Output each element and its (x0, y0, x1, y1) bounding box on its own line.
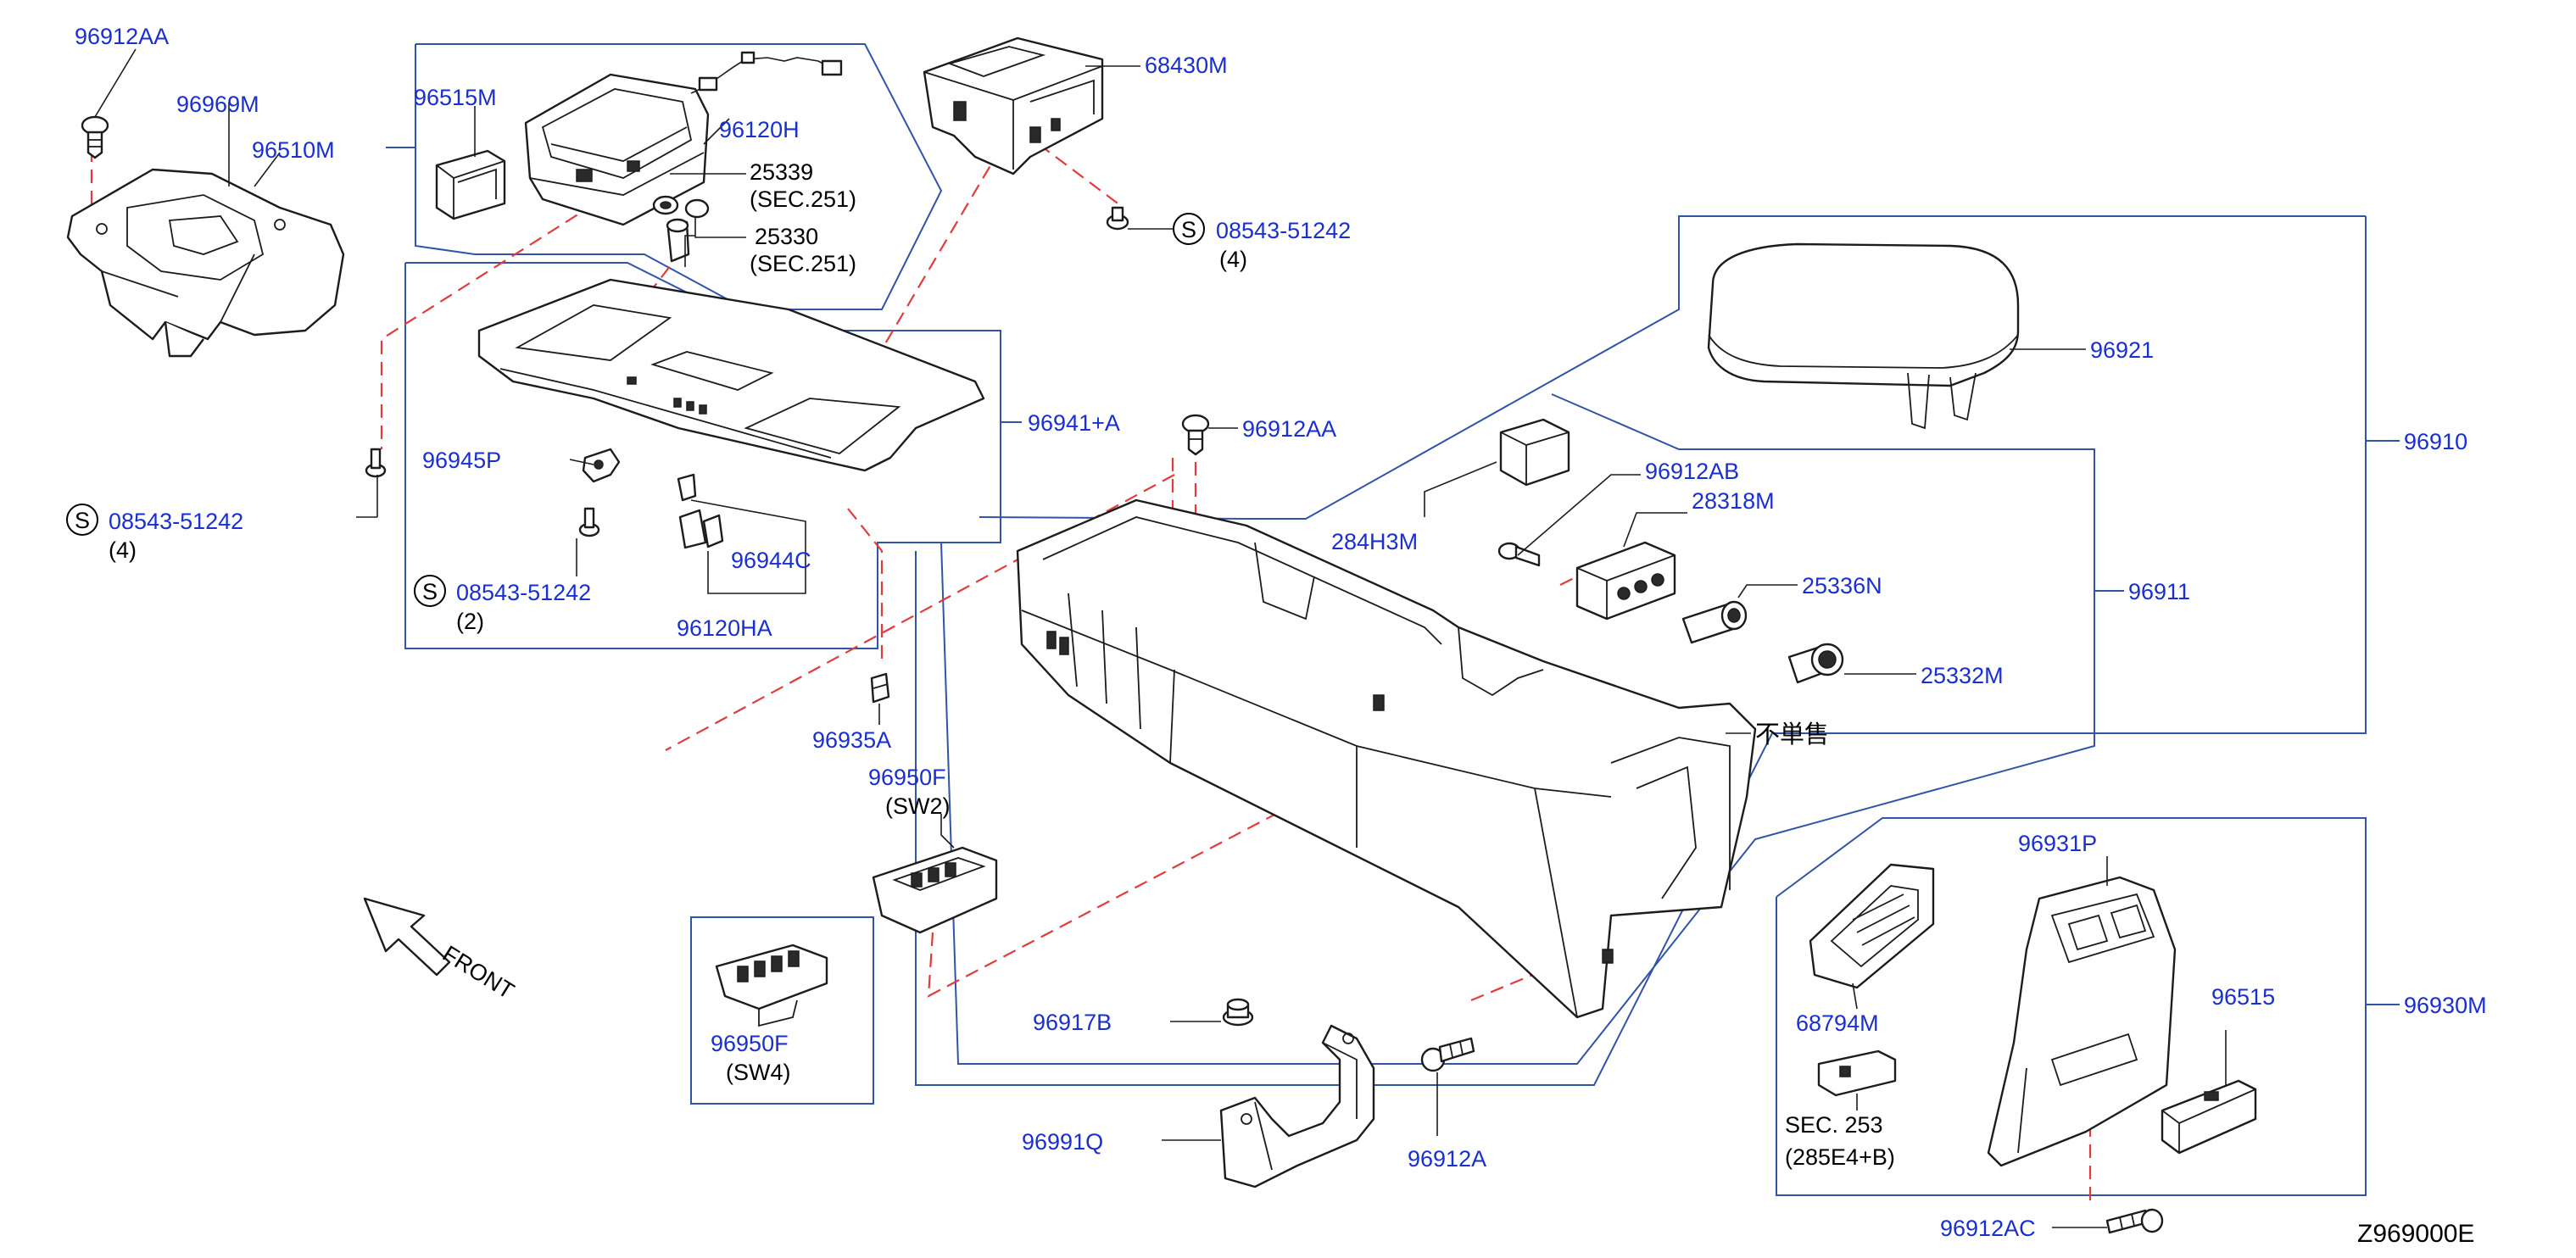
module-284H3M-illustration (1499, 418, 1570, 487)
note-sec253: SEC. 253 (1785, 1112, 1883, 1138)
switch-96950F-sw2-illustration (872, 846, 998, 934)
label-96931P: 96931P (2018, 831, 2097, 856)
label-284H3M: 284H3M (1331, 529, 1418, 554)
label-08543-top: 08543-51242 (1216, 218, 1351, 243)
screw-08543-mid-illustration (578, 507, 600, 537)
label-96944C: 96944C (731, 548, 811, 573)
screw-symbol-top (1173, 213, 1205, 245)
label-96912A: 96912A (1408, 1146, 1486, 1172)
label-08543-left: 08543-51242 (109, 509, 243, 534)
label-08543-mid: 08543-51242 (456, 580, 591, 605)
label-96921: 96921 (2090, 337, 2154, 363)
screw-symbol-left (66, 504, 98, 536)
ashtray-96515-illustration (2161, 1079, 2257, 1155)
label-96912AC: 96912AC (1940, 1216, 2036, 1241)
lighter-25336N-illustration (1681, 600, 1748, 644)
connector-96944C-illustration (677, 473, 724, 549)
label-96120H: 96120H (719, 117, 800, 142)
screw-symbol-mid-text: S (422, 579, 438, 604)
switch-96950F-sw4-illustration (715, 944, 828, 1027)
label-96912AA-mid: 96912AA (1242, 416, 1336, 442)
note-sw2: (SW2) (885, 793, 951, 819)
label-25339: 25339 (750, 159, 813, 185)
label-68430M: 68430M (1145, 53, 1228, 78)
note-sw4: (SW4) (726, 1060, 791, 1085)
note-qty2: (2) (456, 609, 484, 634)
screw-96912AC-illustration (2105, 1208, 2164, 1234)
labels: 96912AA 96969M 96510M 96515M 96120H 2533… (66, 24, 2487, 1248)
label-96917B: 96917B (1033, 1010, 1112, 1035)
label-96935A: 96935A (812, 727, 891, 753)
screw-symbol-mid (414, 575, 446, 607)
tray-96120H-illustration (524, 51, 843, 226)
label-96910: 96910 (2404, 429, 2467, 454)
panel-96931P-illustration (1987, 876, 2177, 1167)
screw-96912AB-illustration (1497, 542, 1541, 567)
part-sec253-illustration (1817, 1049, 1897, 1097)
clip-96935A-illustration (870, 672, 890, 704)
diagram-code: Z969000E (2357, 1220, 2474, 1248)
label-96911: 96911 (2128, 579, 2190, 604)
label-not-sold-separately: 不単售 (1755, 721, 1829, 749)
vent-68794M-illustration (1809, 863, 1935, 989)
label-28318M: 28318M (1692, 488, 1775, 514)
socket-block-28318M-illustration (1575, 541, 1676, 621)
label-96969M: 96969M (176, 92, 259, 117)
label-96912AA-top: 96912AA (75, 24, 169, 49)
label-96950F-sw4: 96950F (711, 1031, 789, 1056)
finisher-96941A-illustration (477, 278, 985, 472)
pocket-96515M-illustration (435, 149, 506, 220)
label-25330: 25330 (755, 224, 818, 249)
screw-symbol-left-text: S (75, 508, 90, 533)
note-sec253-sub: (285E4+B) (1785, 1144, 1895, 1170)
label-96515M: 96515M (414, 85, 497, 110)
leader-lines (94, 48, 2227, 1228)
front-arrow-icon (363, 897, 451, 977)
label-96941A: 96941+A (1028, 410, 1120, 436)
screw-08543-left-illustration (365, 448, 387, 478)
label-96510M: 96510M (252, 137, 335, 163)
label-96120HA: 96120HA (677, 615, 772, 641)
screw-08543-top-illustration (1106, 206, 1129, 231)
clip-96917B-illustration (1222, 998, 1254, 1027)
label-96991Q: 96991Q (1022, 1129, 1103, 1155)
label-96930M: 96930M (2404, 993, 2487, 1018)
bracket-96991Q-illustration (1219, 1024, 1375, 1188)
label-25336N: 25336N (1802, 573, 1882, 598)
front-label: FRONT (438, 941, 519, 1005)
label-96945P: 96945P (422, 448, 501, 473)
label-96950F-sw2: 96950F (868, 765, 946, 790)
clip-96945P-illustration (582, 448, 621, 483)
note-qty4-top: (4) (1219, 247, 1247, 272)
screw-symbol-top-text: S (1181, 217, 1196, 242)
note-sec251-a: (SEC.251) (750, 186, 856, 212)
console-96911-illustration (1016, 498, 1757, 1019)
socket-25339-25330-illustration (652, 195, 710, 263)
label-96515: 96515 (2211, 984, 2275, 1010)
screw-96912AA-top-illustration (81, 115, 109, 159)
note-sec251-b: (SEC.251) (750, 251, 856, 276)
note-qty4-left: (4) (109, 537, 137, 563)
screw-96912A-illustration (1420, 1037, 1475, 1072)
label-25332M: 25332M (1921, 663, 2004, 688)
screw-96912AA-mid-illustration (1181, 414, 1210, 456)
socket-25332M-illustration (1787, 643, 1844, 684)
armrest-96921-illustration (1707, 242, 2020, 430)
box-68430M-illustration (923, 36, 1104, 175)
bracket-96510M-illustration (66, 168, 345, 358)
label-96912AB: 96912AB (1645, 459, 1739, 484)
label-68794M: 68794M (1796, 1010, 1879, 1036)
